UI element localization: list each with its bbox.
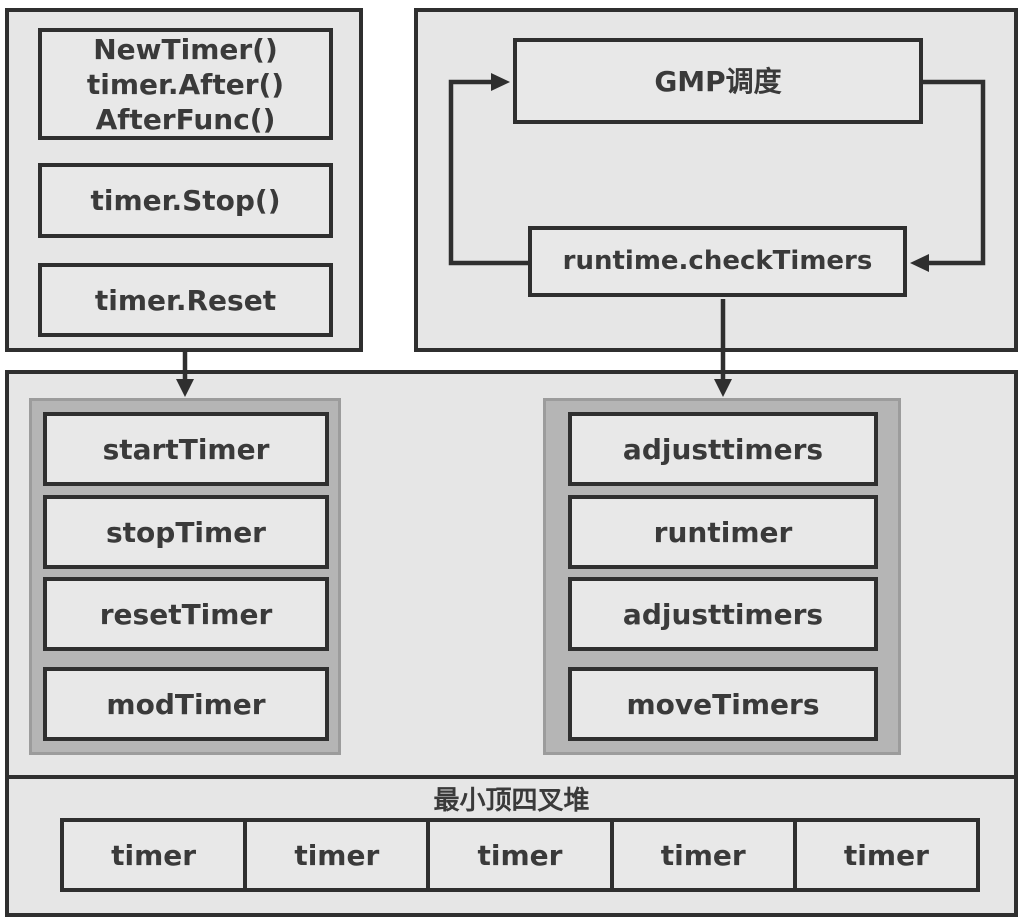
start-timer-box: startTimer xyxy=(43,412,329,486)
heap-cell-timer: timer xyxy=(430,822,614,888)
api-create-line-3: AfterFunc() xyxy=(95,102,276,136)
stop-timer-box: stopTimer xyxy=(43,495,329,569)
heap-row: timer timer timer timer timer xyxy=(60,818,980,892)
heap-title: 最小顶四叉堆 xyxy=(433,786,590,816)
runtime-container: startTimer stopTimer resetTimer modTimer… xyxy=(5,370,1018,917)
heap-section-divider xyxy=(5,775,1018,779)
check-timers-box: runtime.checkTimers xyxy=(528,226,907,297)
left-function-tray: startTimer stopTimer resetTimer modTimer xyxy=(29,398,341,755)
mod-timer-box: modTimer xyxy=(43,667,329,741)
heap-cell-timer: timer xyxy=(614,822,797,888)
heap-cell-timer: timer xyxy=(64,822,248,888)
api-stop-box: timer.Stop() xyxy=(38,163,333,238)
move-timers-box: moveTimers xyxy=(568,667,878,741)
scheduler-container: GMP调度 runtime.checkTimers xyxy=(414,8,1018,352)
gmp-scheduler-box: GMP调度 xyxy=(513,38,923,124)
api-create-line-1: NewTimer() xyxy=(93,32,278,66)
api-create-line-2: timer.After() xyxy=(86,67,285,101)
api-create-box: NewTimer() timer.After() AfterFunc() xyxy=(38,28,333,140)
reset-timer-box: resetTimer xyxy=(43,577,329,651)
heap-cell-timer: timer xyxy=(843,838,929,872)
adjust-timers-box-2: adjusttimers xyxy=(568,577,878,651)
adjust-timers-box-1: adjusttimers xyxy=(568,412,878,486)
run-timer-box: runtimer xyxy=(568,495,878,569)
api-reset-box: timer.Reset xyxy=(38,263,333,337)
right-function-tray: adjusttimers runtimer adjusttimers moveT… xyxy=(543,398,901,755)
heap-cell-timer: timer xyxy=(247,822,431,888)
api-layer-container: NewTimer() timer.After() AfterFunc() tim… xyxy=(5,8,363,352)
